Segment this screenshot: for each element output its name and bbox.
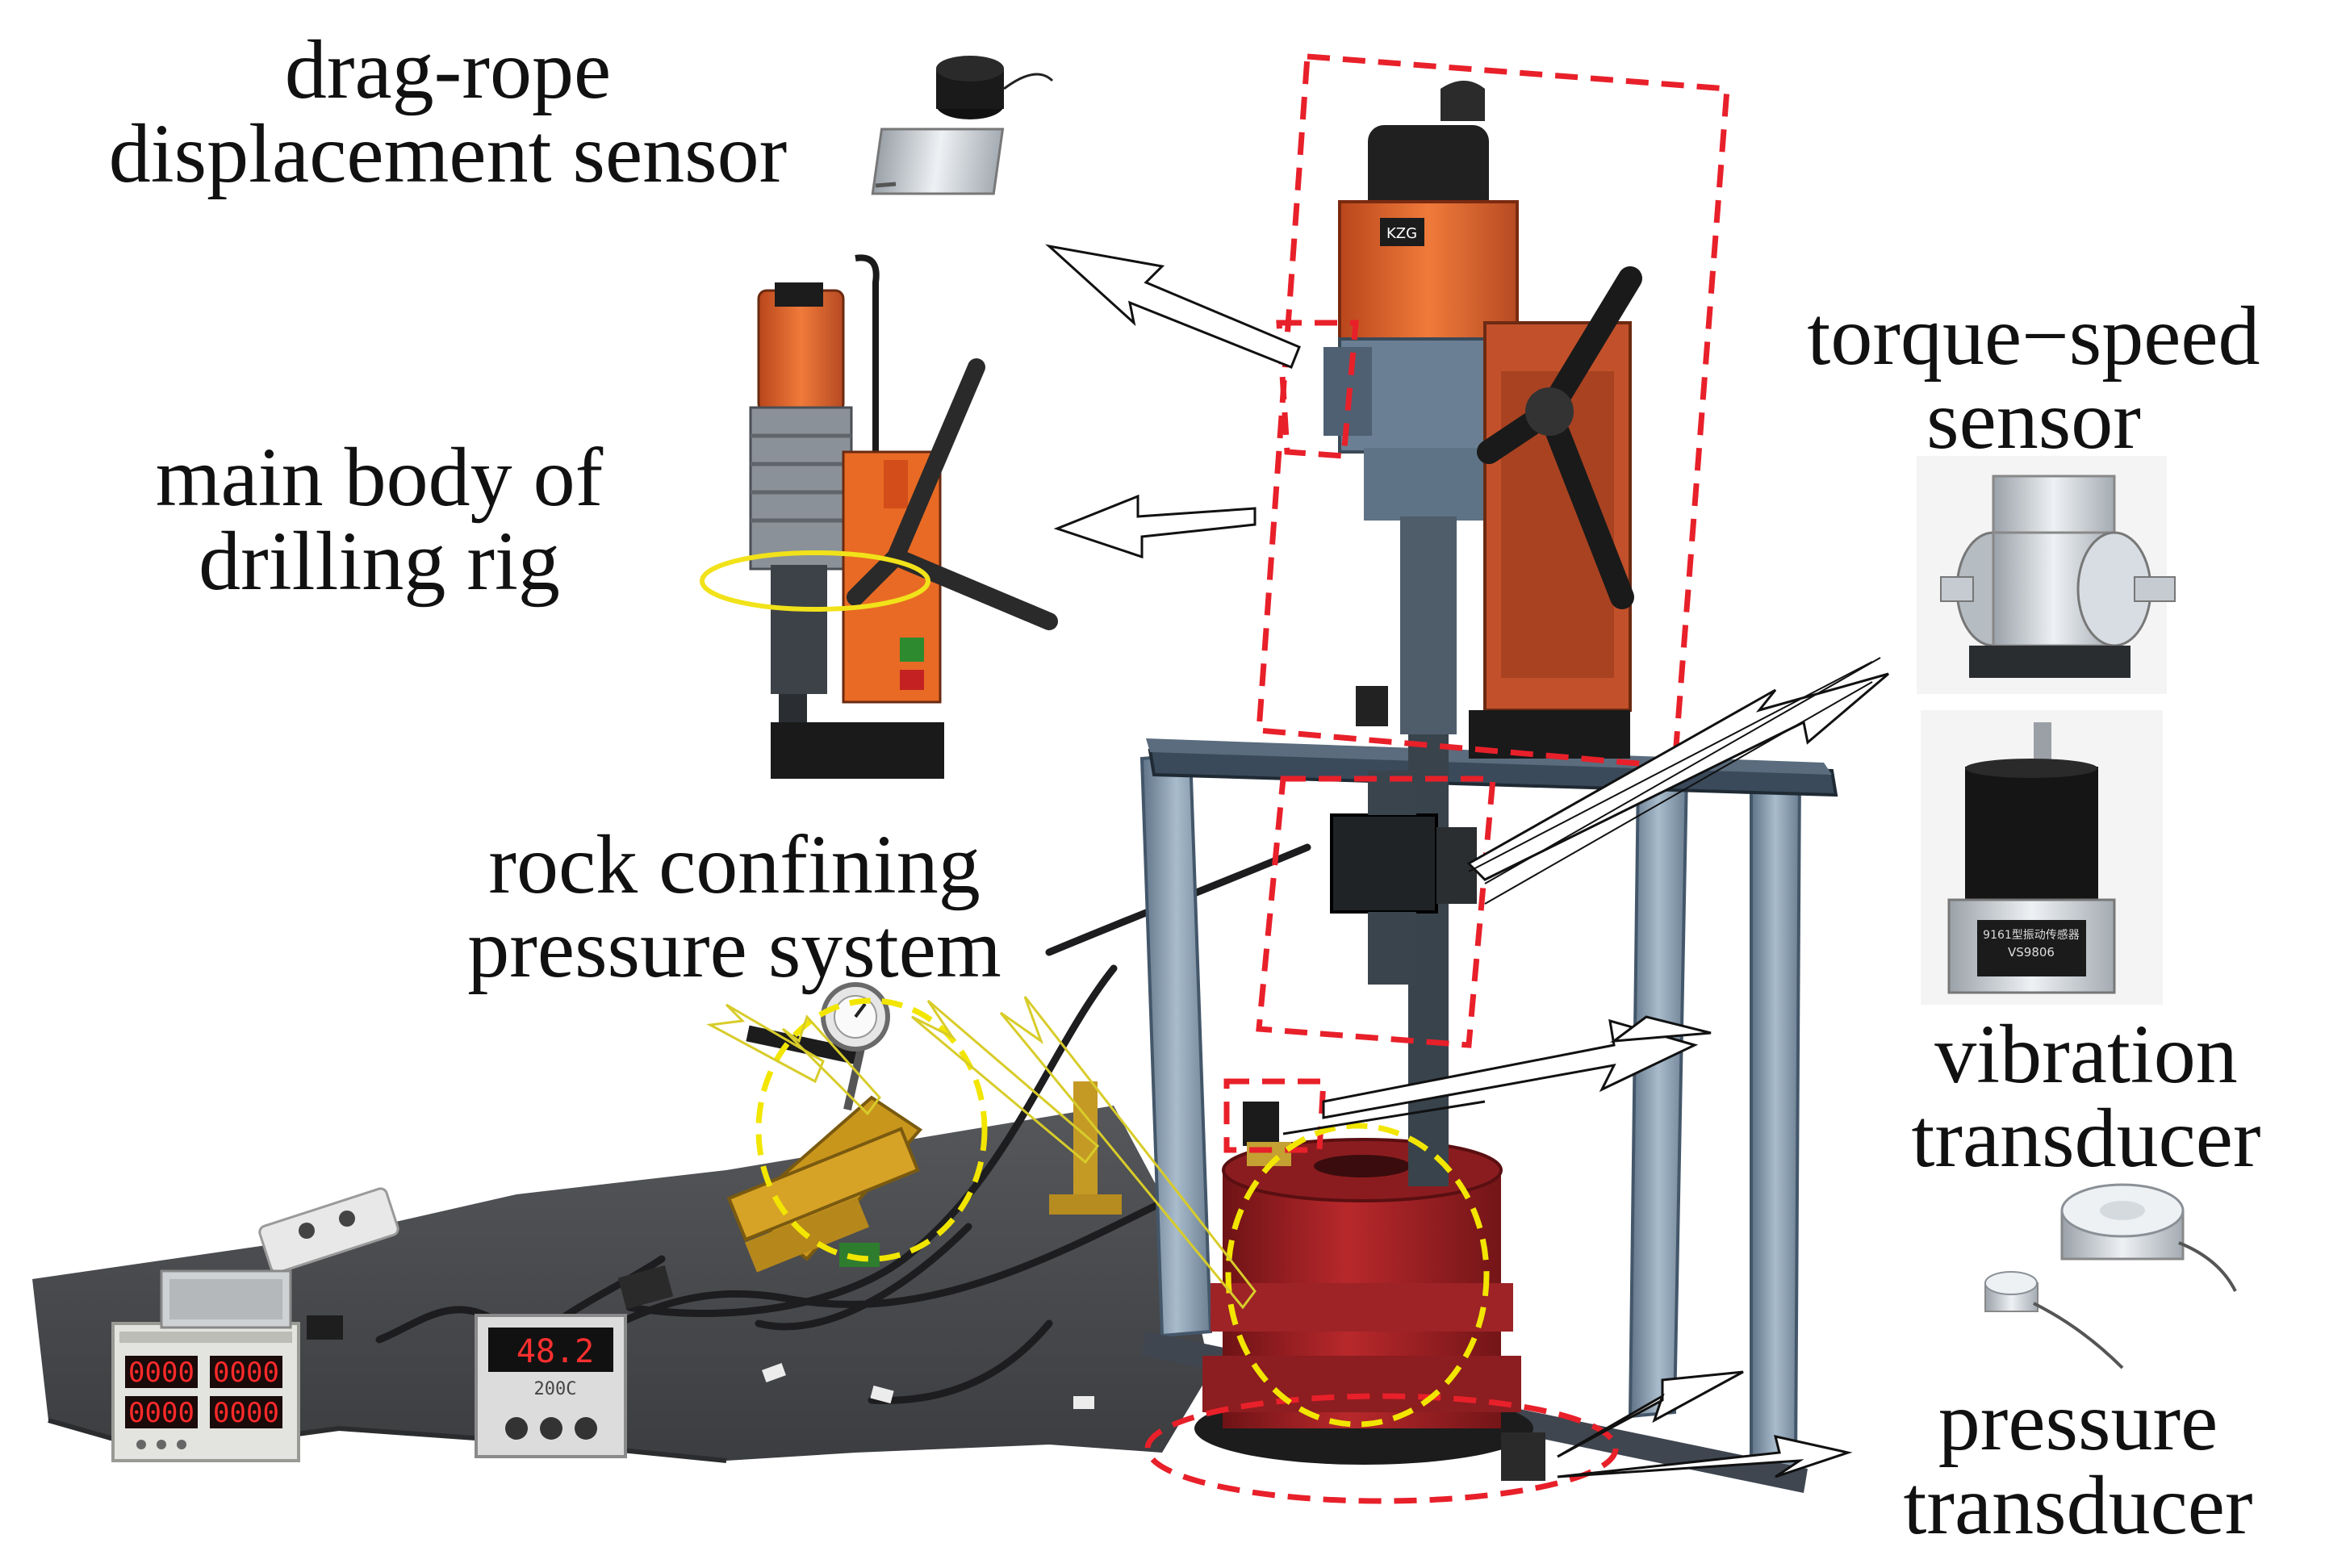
label-main-body-line1: main body of [155, 431, 604, 524]
vibration-model-text: VS9806 [2008, 945, 2055, 960]
label-main-body-line2: drilling rig [199, 515, 560, 608]
vibration-sensor-mounted [1243, 1102, 1279, 1146]
label-drag-rope-sensor: drag-rope displacement sensor [8, 28, 888, 196]
drag-rope-sensor-photo [871, 56, 1054, 195]
label-main-body: main body of drilling rig [73, 436, 686, 604]
vibration-plate-text: 9161型振动传感器 [1983, 928, 2080, 942]
pressure-transducer-photo [1984, 1183, 2237, 1369]
magnetic-drill-photo [700, 254, 1058, 779]
torque-sensor-mounted [1330, 771, 1477, 985]
outline-arrows [1045, 244, 1889, 1478]
label-vibration-line2: transducer [1911, 1092, 2261, 1185]
rig-logo: KZG [1386, 225, 1417, 242]
confining-cylinder [1194, 1138, 1533, 1465]
label-drag-rope-line1: drag-rope [284, 23, 612, 116]
yellow-arrows [706, 996, 1257, 1310]
svg-text:0000: 0000 [128, 1357, 194, 1389]
yellow-highlights [755, 997, 1490, 1428]
label-pressure-line2: transducer [1903, 1459, 2253, 1552]
torque-speed-sensor-photo [1917, 456, 2176, 694]
thin-pointer-lines [1484, 657, 1881, 905]
label-rock-confining-line2: pressure system [467, 902, 1001, 995]
drill-rig: KZG [1323, 81, 1642, 1186]
controller-display-2: 200C [534, 1379, 577, 1399]
power-strip [258, 1187, 399, 1274]
label-drag-rope-line2: displacement sensor [108, 107, 788, 200]
dual-display-meter: 0000 0000 0000 0000 [111, 1322, 300, 1462]
label-torque-speed-line2: sensor [1926, 374, 2141, 466]
controller-display: 48.2 [516, 1333, 594, 1370]
label-rock-confining: rock confining pressure system [371, 823, 1098, 991]
label-pressure-line1: pressure [1938, 1375, 2218, 1468]
svg-text:0000: 0000 [128, 1397, 194, 1429]
label-pressure-transducer: pressure transducer [1816, 1380, 2340, 1548]
label-torque-speed-sensor: torque−speed sensor [1727, 295, 2340, 462]
svg-text:0000: 0000 [213, 1397, 279, 1429]
svg-text:0000: 0000 [213, 1357, 279, 1389]
label-rock-confining-line1: rock confining [488, 818, 981, 911]
temperature-controller: 48.2 200C [475, 1314, 627, 1458]
label-vibration-transducer: vibration transducer [1828, 1013, 2344, 1181]
vibration-transducer-photo: 9161型振动传感器 VS9806 [1921, 710, 2163, 1005]
label-vibration-line1: vibration [1934, 1008, 2238, 1101]
cable-labels [762, 1363, 1094, 1409]
label-torque-speed-line1: torque−speed [1807, 290, 2260, 383]
